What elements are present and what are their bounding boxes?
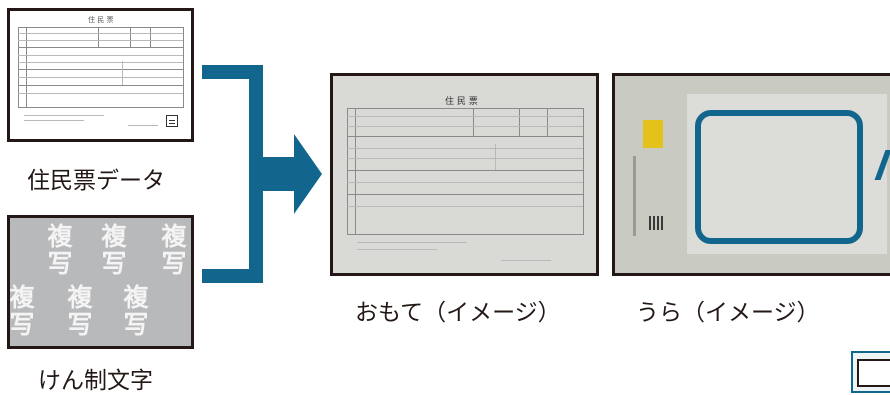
back-image-card (612, 73, 890, 276)
merge-connector (202, 65, 322, 283)
watermark-text: 複写 (98, 223, 127, 277)
bracket-line (202, 65, 263, 283)
front-doc-title: 住 民 票 (445, 97, 478, 107)
seal-stamp-icon (166, 115, 178, 127)
back-image-caption: うら（イメージ） (636, 300, 820, 326)
watermark-text: 複写 (7, 284, 35, 338)
front-doc-sketch: 住 民 票 (333, 76, 596, 273)
watermark-text: 複写 (158, 223, 187, 277)
resident-record-data-caption: 住民票データ (27, 168, 165, 194)
partial-box (851, 351, 890, 393)
qr-code-icon (649, 216, 663, 230)
anti-copy-pattern-card: 複写 複写 複写 複写 複写 複写 (7, 215, 194, 349)
arrow-head-icon (294, 134, 322, 214)
doc-form-sketch: 住 民 票 (10, 11, 191, 139)
security-seal-icon (643, 120, 663, 148)
watermark-text: 複写 (64, 284, 93, 338)
resident-record-data-card: 住 民 票 (7, 8, 194, 142)
highlight-rounded-frame (695, 110, 863, 244)
doc-title: 住 民 票 (88, 16, 114, 24)
front-image-caption: おもて（イメージ） (355, 300, 561, 326)
watermark-text: 複写 (120, 284, 149, 338)
arrow-shaft (256, 157, 296, 191)
anti-copy-pattern-caption: けん制文字 (38, 368, 153, 394)
vertical-microtext (633, 156, 636, 236)
front-image-card: 住 民 票 (330, 73, 599, 276)
watermark-text: 複写 (44, 223, 73, 277)
